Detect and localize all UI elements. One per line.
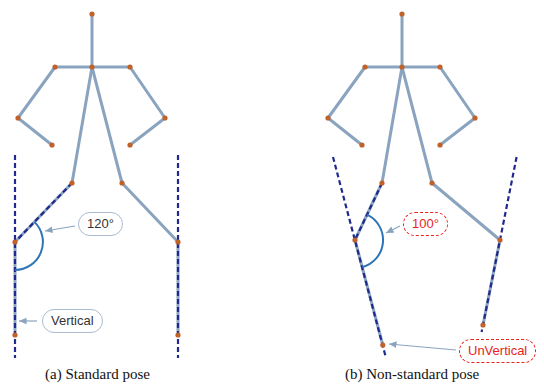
callout-text: 120° (87, 216, 114, 232)
guide-lines-b (333, 157, 517, 358)
joints-b (325, 11, 502, 347)
skeleton-a (15, 14, 178, 335)
figure-caption: (a) Standard pose (45, 366, 150, 383)
angle-arc-a (15, 222, 43, 270)
guide-lines-a (15, 155, 178, 358)
callout-text: 100° (412, 216, 439, 232)
angle-callout: Vertical (42, 309, 103, 333)
angle-callout: 100° (403, 212, 448, 236)
leader-line (389, 344, 456, 350)
angle-arc-b (362, 215, 383, 267)
leader-line (386, 226, 400, 233)
leader-line (19, 320, 37, 321)
callout-text: Vertical (51, 313, 94, 329)
angle-callout: 120° (78, 212, 123, 236)
skeleton-b (328, 14, 500, 345)
angle-callout: UnVertical (459, 339, 536, 363)
callout-text: UnVertical (468, 343, 527, 359)
leader-line (45, 226, 75, 231)
joints-a (12, 11, 180, 337)
figure-caption: (b) Non-standard pose (345, 366, 479, 383)
